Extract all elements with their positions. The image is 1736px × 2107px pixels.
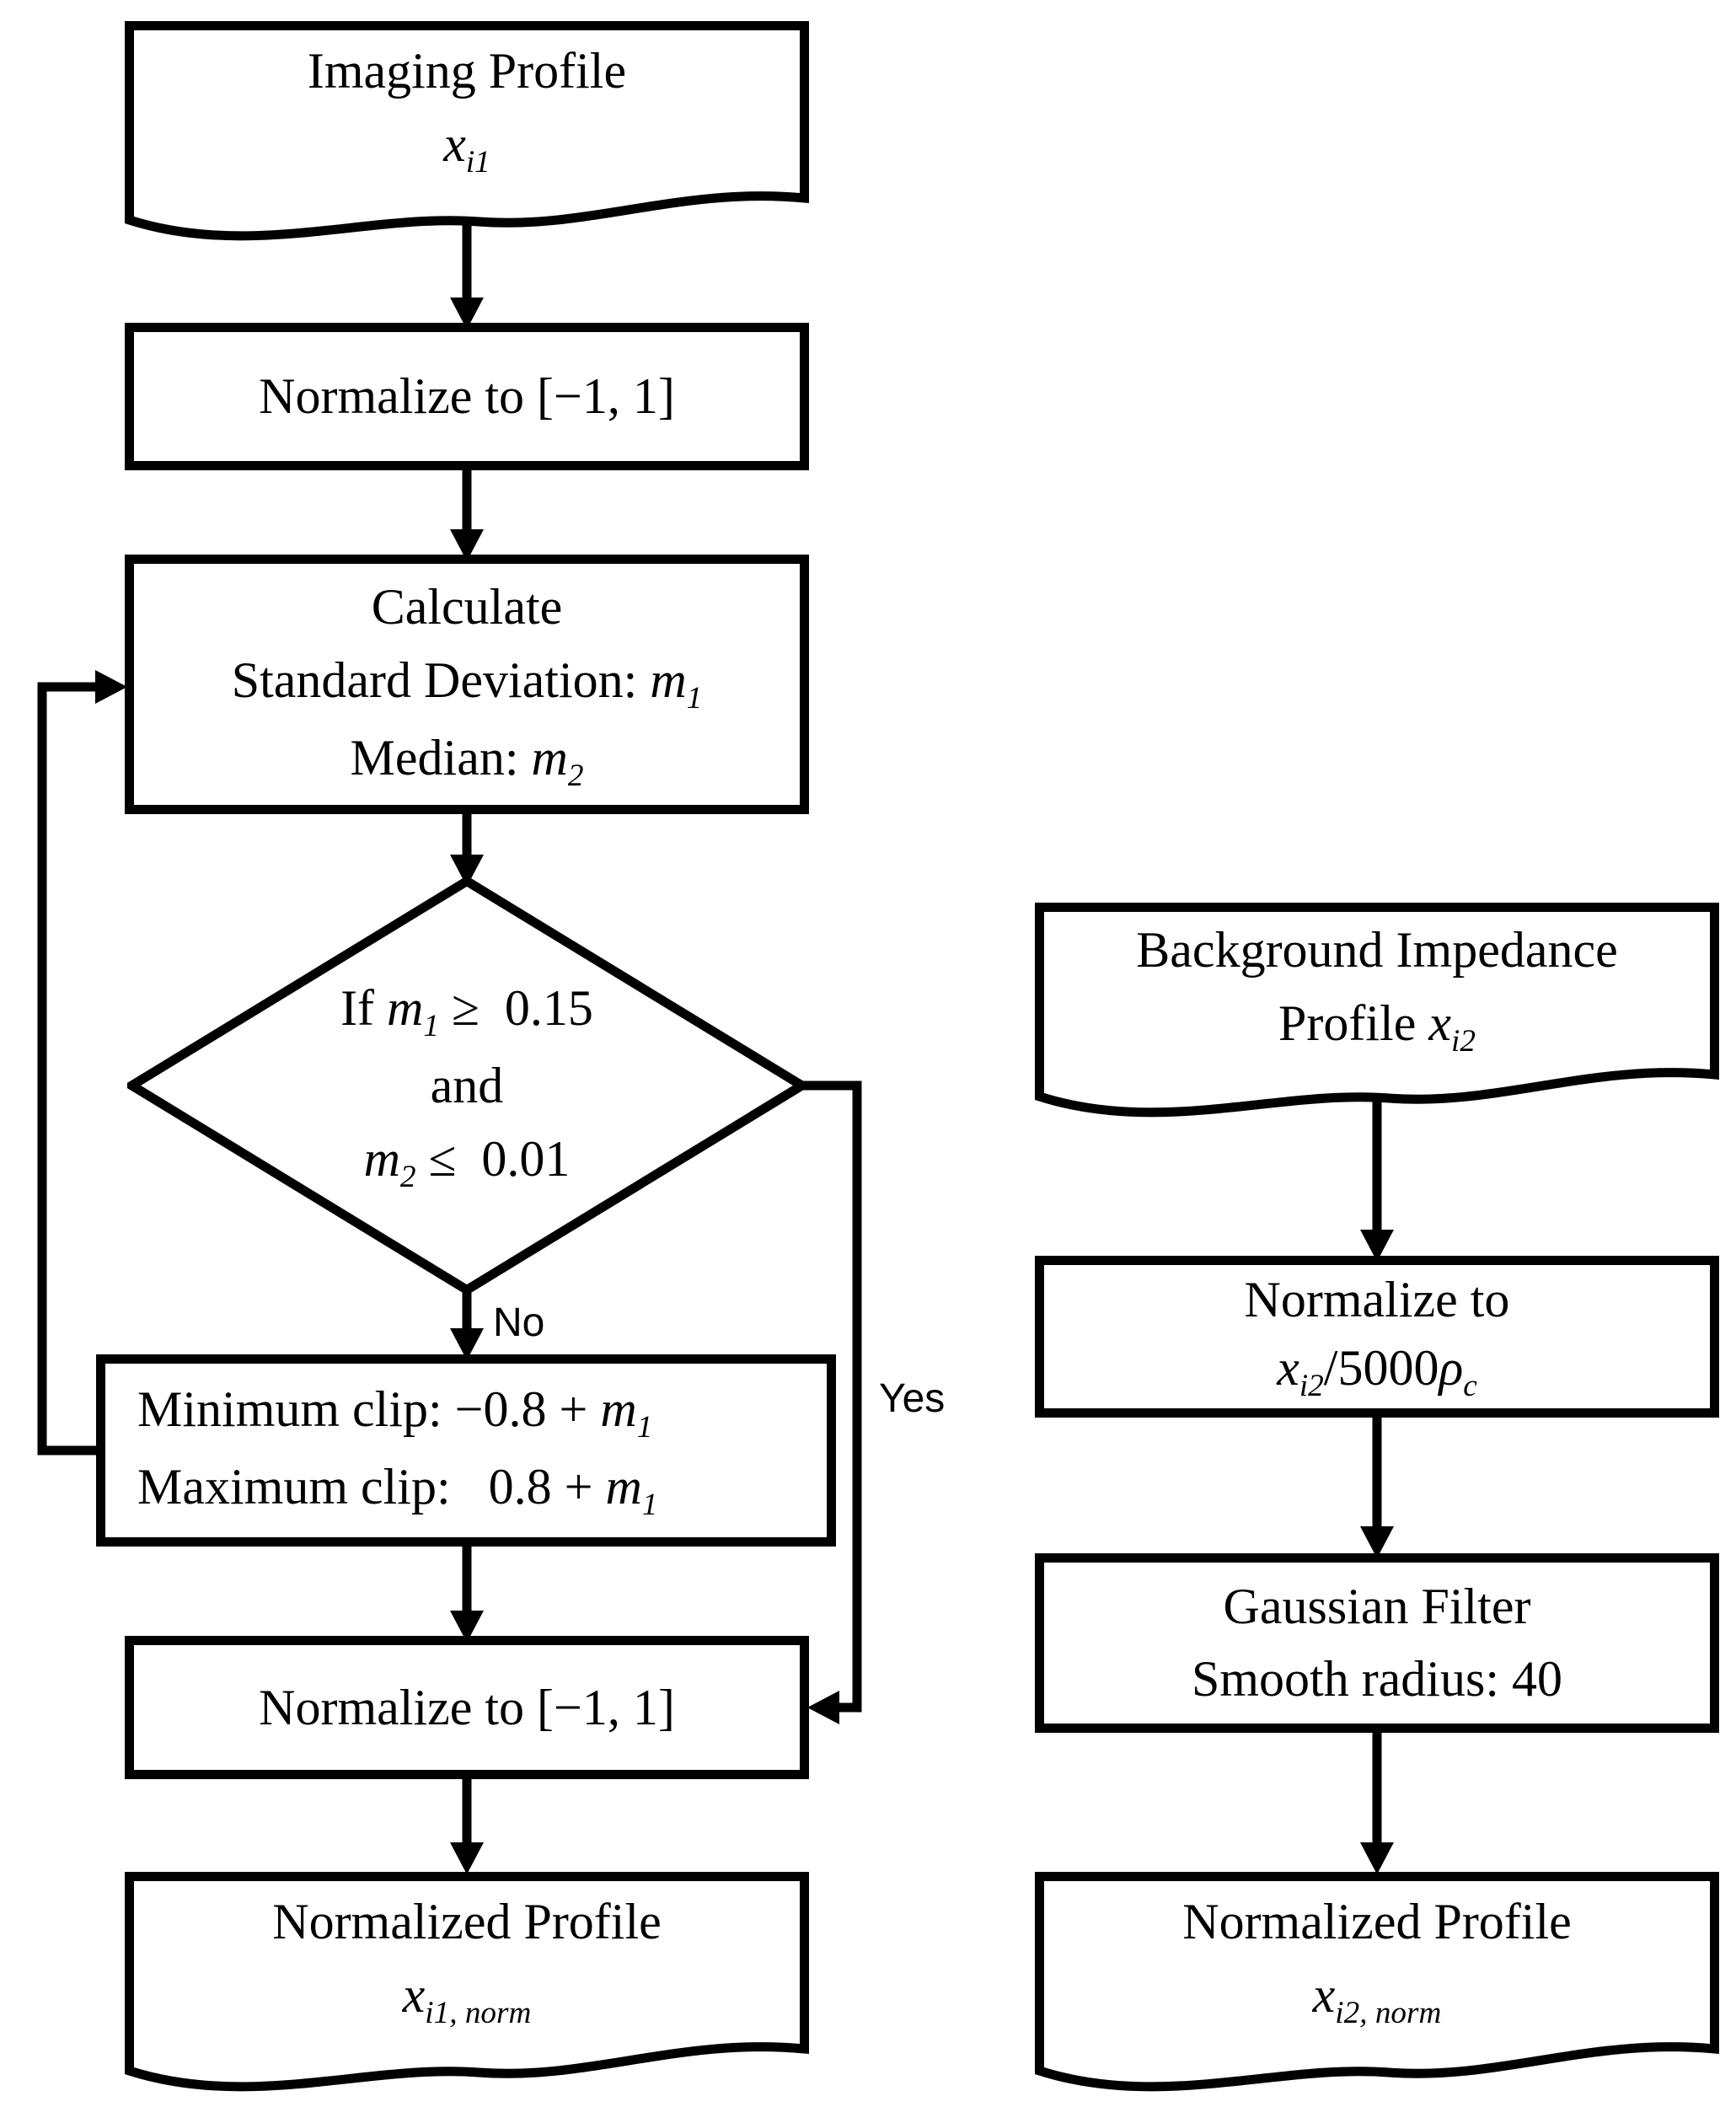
arrow-gaussian-to-output [1360, 1733, 1394, 1874]
arrow-decision-no-to-clip [450, 1293, 484, 1360]
normalized-profile-left-symbol: xi1, norm [402, 1966, 532, 2030]
normalized-profile-left-title: Normalized Profile [272, 1893, 662, 1949]
document-shape [1035, 903, 1719, 1118]
arrow-normalize1-to-calculate [450, 470, 484, 561]
normalize-impedance-box: Normalize to xi2/5000ρc [1035, 1256, 1719, 1418]
yes-branch-label: Yes [879, 1376, 946, 1421]
document-shape [1035, 1872, 1719, 2092]
normalized-profile-right-title: Normalized Profile [1182, 1893, 1572, 1949]
decision-condition-2: m2 ≤ 0.01 [363, 1130, 571, 1194]
arrow-loop-clip-to-calculate [37, 670, 127, 1456]
gaussian-filter-line2: Smooth radius: 40 [1191, 1650, 1562, 1707]
normalized-profile-right-content: Normalized Profile xi2, norm [1035, 1872, 1719, 2098]
normalize-box-1-label: Normalize to [−1, 1] [259, 368, 675, 424]
no-branch-label: No [493, 1300, 545, 1345]
calculate-box: Calculate Standard Deviation: m1 Median:… [125, 555, 809, 814]
normalize-box-2: Normalize to [−1, 1] [125, 1636, 809, 1779]
normalized-profile-right-symbol: xi2, norm [1312, 1966, 1442, 2030]
gaussian-filter-box: Gaussian Filter Smooth radius: 40 [1035, 1553, 1719, 1733]
normalized-profile-left-content: Normalized Profile xi1, norm [125, 1872, 809, 2098]
normalize-impedance-line1: Normalize to [1244, 1271, 1510, 1327]
clip-min-line: Minimum clip: −0.8 + m1 [137, 1381, 653, 1445]
clip-box: Minimum clip: −0.8 + m1 Maximum clip: 0.… [96, 1354, 836, 1547]
decision-condition-1: If m1 ≥ 0.15 [340, 979, 593, 1043]
document-shape [125, 1872, 809, 2092]
arrow-clip-to-normalize2 [450, 1547, 484, 1643]
arrow-normalize-to-gaussian [1360, 1418, 1394, 1558]
background-impedance-symbol-line: Profile xi2 [1278, 995, 1476, 1059]
arrow-calculate-to-decision [450, 814, 484, 887]
gaussian-filter-line1: Gaussian Filter [1223, 1579, 1531, 1635]
normalized-profile-document-right: Normalized Profile xi2, norm [1035, 1872, 1719, 2098]
normalize-impedance-formula: xi2/5000ρc [1277, 1339, 1477, 1403]
decision-diamond: If m1 ≥ 0.15 and m2 ≤ 0.01 [127, 877, 806, 1295]
diamond-shape [127, 877, 806, 1295]
calculate-title: Calculate [371, 578, 563, 635]
imaging-profile-symbol: xi1 [443, 115, 490, 180]
calculate-median-line: Median: m2 [350, 729, 584, 793]
clip-max-line: Maximum clip: 0.8 + m1 [137, 1459, 658, 1523]
decision-conjunction: and [430, 1057, 504, 1113]
normalized-profile-document-left: Normalized Profile xi1, norm [125, 1872, 809, 2098]
document-shape [125, 21, 809, 241]
normalize-box-1: Normalize to [−1, 1] [125, 323, 809, 470]
imaging-profile-title: Imaging Profile [307, 42, 627, 99]
arrow-decision-yes-to-normalize2 [799, 1080, 862, 1724]
imaging-profile-document: Imaging Profile xi1 [125, 21, 809, 247]
background-impedance-document: Background Impedance Profile xi2 [1035, 903, 1719, 1123]
calculate-std-line: Standard Deviation: m1 [231, 651, 703, 716]
normalize-box-2-label: Normalize to [−1, 1] [259, 1679, 675, 1735]
background-impedance-content: Background Impedance Profile xi2 [1035, 903, 1719, 1123]
background-impedance-title: Background Impedance [1136, 921, 1618, 978]
arrow-normalize2-to-output [450, 1779, 484, 1874]
decision-content: If m1 ≥ 0.15 and m2 ≤ 0.01 [127, 877, 806, 1295]
arrow-impedance-to-normalize [1360, 1094, 1394, 1262]
imaging-profile-content: Imaging Profile xi1 [125, 21, 809, 247]
